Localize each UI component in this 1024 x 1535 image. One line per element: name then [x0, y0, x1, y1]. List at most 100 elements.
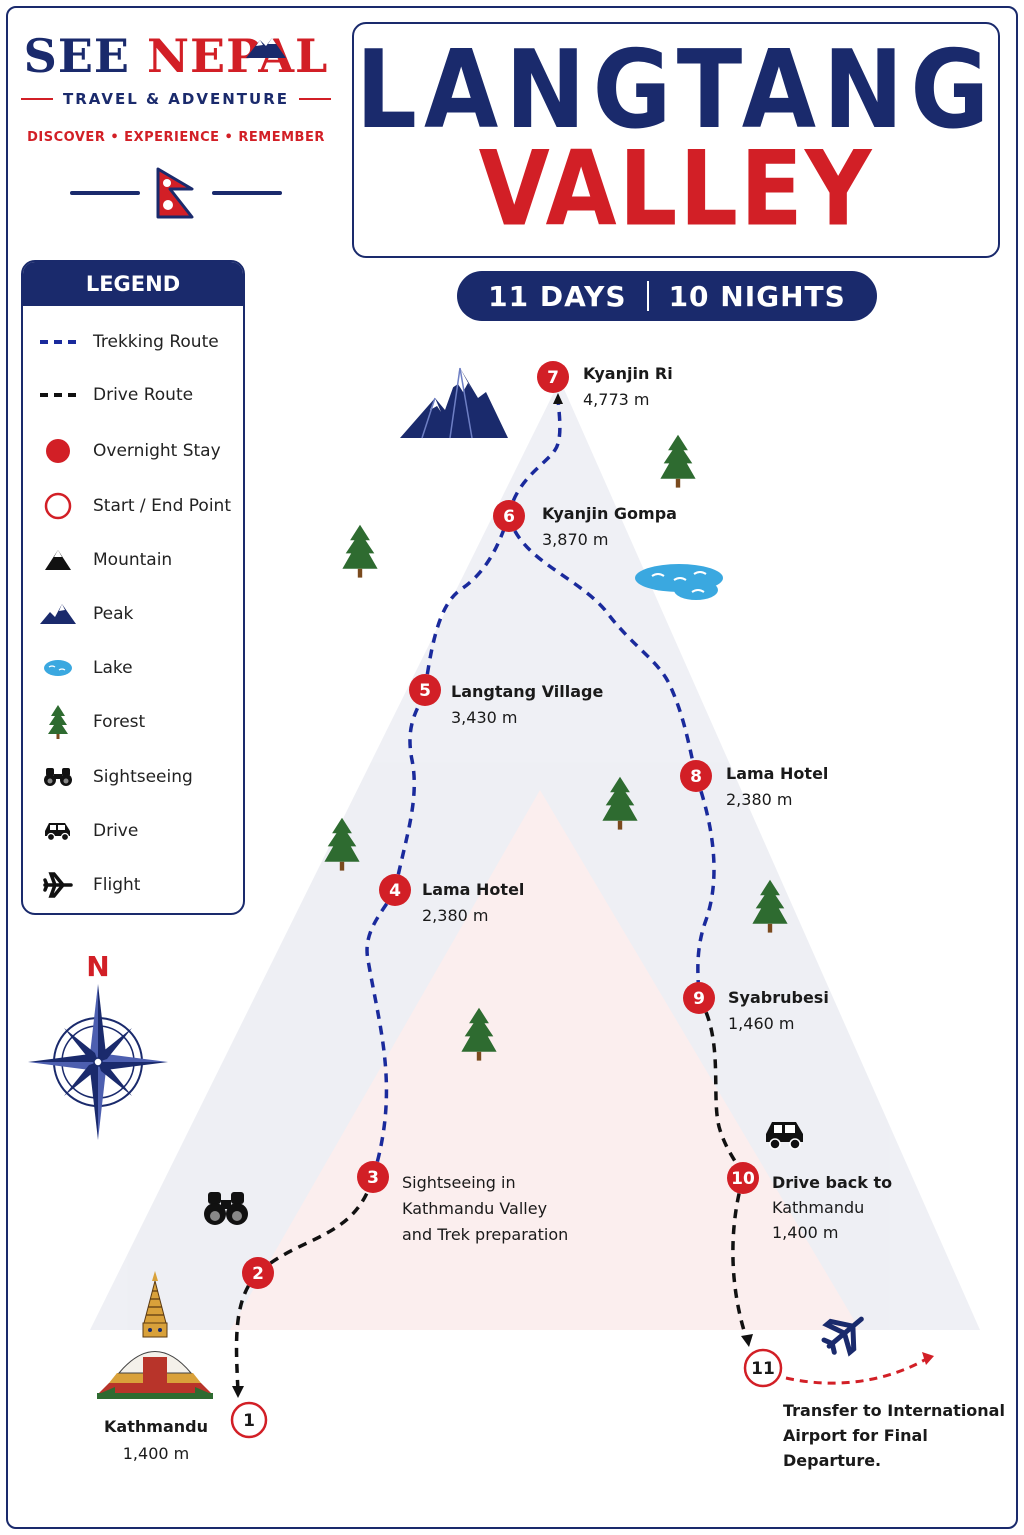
brand-name-part1: SEE [23, 29, 130, 83]
title-line1: LANGTANG [355, 27, 997, 153]
stop-elevation: 1,460 m [728, 1014, 795, 1033]
svg-text:8: 8 [690, 767, 702, 787]
stop-title: Drive back to [772, 1173, 893, 1192]
legend-panel: LEGEND Trekking Route Drive Route Overni… [21, 260, 245, 915]
start-end-point-icon [44, 492, 72, 520]
divider [21, 98, 53, 100]
trek-route-8-9 [694, 775, 716, 999]
airplane-icon [43, 872, 73, 898]
overnight-stay-icon [46, 439, 70, 463]
binoculars-icon [44, 768, 72, 786]
stop-title: Lama Hotel [726, 764, 829, 783]
legend-label: Trekking Route [93, 332, 219, 352]
stop-desc-line: Departure. [783, 1451, 882, 1470]
brand-name: SEE NEPAL [20, 28, 332, 84]
stop-elevation: 1,400 m [772, 1223, 839, 1242]
stop-desc-line: Sightseeing in [402, 1173, 516, 1192]
stop-title: Syabrubesi [728, 988, 829, 1007]
stop-title: Kyanjin Ri [583, 364, 673, 383]
legend-label: Overnight Stay [93, 441, 221, 461]
legend-item-mountain: Mountain [23, 545, 243, 575]
forest-icon [48, 705, 68, 739]
stop-elevation: 2,380 m [726, 790, 793, 809]
stop-node-4: 4 [379, 874, 411, 906]
svg-text:4: 4 [389, 881, 401, 901]
legend-item-trekking-route: Trekking Route [23, 327, 243, 357]
stop-elevation: 3,870 m [542, 530, 609, 549]
nepal-flag-icon [156, 167, 194, 219]
route-arrow [553, 393, 563, 404]
legend-label: Sightseeing [93, 767, 193, 787]
stop-elevation: 3,430 m [451, 708, 518, 727]
brand-logo: SEE NEPAL TRAVEL & ADVENTURE DISCOVER • … [20, 28, 332, 219]
stop-title: Kathmandu [104, 1417, 208, 1436]
stop-node-1: 1 [230, 1401, 268, 1439]
divider [299, 98, 331, 100]
flight-route [785, 1356, 929, 1385]
legend-item-peak: Peak [23, 599, 243, 629]
stop-3-description: Sightseeing in Kathmandu Valley and Trek… [402, 1170, 568, 1248]
route-arrow [741, 1334, 753, 1347]
stop-node-3: 3 [357, 1161, 389, 1193]
legend-label: Mountain [93, 550, 173, 570]
legend-label: Start / End Point [93, 496, 231, 516]
mountain-icon [45, 550, 71, 570]
stop-title: Kyanjin Gompa [542, 504, 677, 523]
title-banner: LANGTANG VALLEY TREK [352, 22, 1000, 258]
stop-node-7: 7 [537, 361, 569, 393]
legend-label: Drive [93, 821, 139, 841]
brand-subtitle: TRAVEL & ADVENTURE [63, 90, 289, 108]
trek-route-4-5 [393, 689, 427, 891]
drive-route-10-11 [731, 1177, 749, 1341]
legend-item-flight: Flight [23, 870, 243, 900]
brand-flag-row [20, 167, 332, 219]
duration-nights: 10 NIGHTS [668, 279, 846, 313]
stop-node-5: 5 [409, 674, 441, 706]
svg-text:5: 5 [419, 681, 431, 701]
svg-text:9: 9 [693, 989, 705, 1009]
stop-node-10: 10 [727, 1162, 759, 1194]
brand-tagline: DISCOVER • EXPERIENCE • REMEMBER [27, 130, 325, 145]
title-line2: VALLEY TREK [478, 129, 874, 256]
stop-title: Langtang Village [451, 682, 604, 701]
stop-node-2: 2 [242, 1257, 274, 1289]
legend-item-sightseeing: Sightseeing [23, 762, 243, 792]
brand-name-part2: NEPAL [146, 29, 329, 83]
svg-text:7: 7 [547, 368, 559, 388]
legend-item-drive: Drive [23, 816, 243, 846]
svg-text:11: 11 [751, 1359, 775, 1379]
svg-text:3: 3 [367, 1168, 379, 1188]
trek-route-6-8 [507, 515, 698, 777]
stop-elevation: 1,400 m [122, 1444, 190, 1463]
drive-route-icon [40, 393, 76, 397]
drive-route-1-2 [234, 1271, 260, 1393]
car-icon [45, 823, 70, 842]
stop-elevation: 4,773 m [583, 390, 650, 409]
legend-header: LEGEND [23, 262, 243, 306]
brand-subtitle-row: TRAVEL & ADVENTURE [20, 90, 332, 108]
legend-label: Peak [93, 604, 134, 624]
stop-title-line2: Kathmandu [772, 1198, 865, 1217]
stop-node-11: 11 [743, 1348, 783, 1388]
route-arrow [922, 1352, 934, 1365]
stupa-illustration [97, 1271, 213, 1399]
lake-icon [44, 660, 72, 676]
drive-route-9-10 [697, 997, 745, 1179]
divider [70, 191, 140, 195]
legend-item-overnight-stay: Overnight Stay [23, 436, 243, 466]
stop-node-6: 6 [493, 500, 525, 532]
stop-11-description: Transfer to International Airport for Fi… [783, 1398, 1005, 1473]
car-icon [766, 1122, 803, 1150]
stop-desc-line: Kathmandu Valley [402, 1199, 548, 1218]
svg-text:6: 6 [503, 507, 515, 527]
divider [212, 191, 282, 195]
stop-desc-line: Airport for Final [783, 1426, 928, 1445]
stop-node-8: 8 [680, 760, 712, 792]
drive-route-2-3 [256, 1176, 375, 1275]
brand-peak-icon [246, 38, 286, 58]
svg-text:10: 10 [731, 1169, 755, 1189]
compass-north-label: N [86, 950, 109, 983]
trek-route-6-7 [507, 399, 562, 517]
airplane-icon [821, 1316, 864, 1357]
